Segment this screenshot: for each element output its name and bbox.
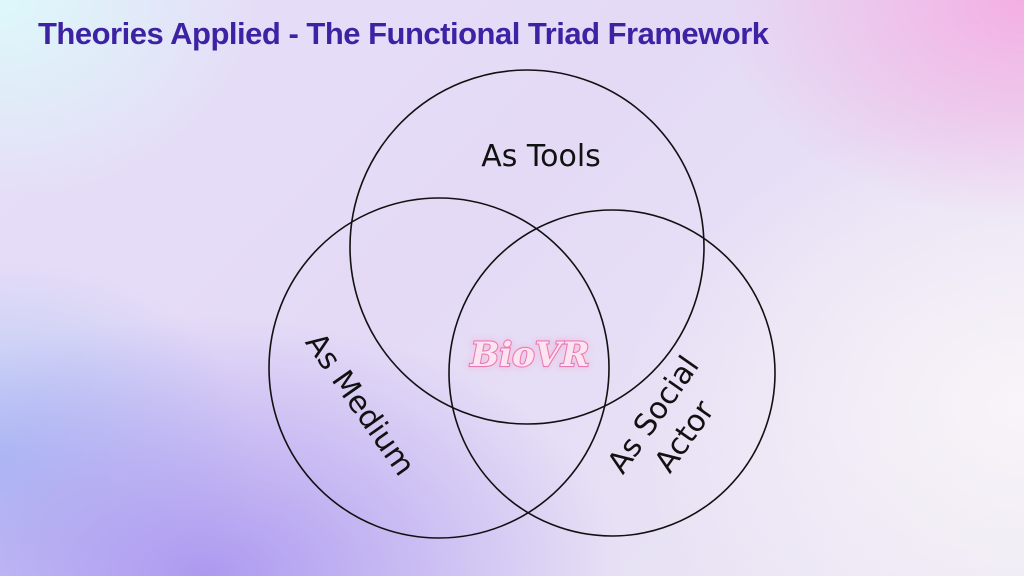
circle-social-actor [448,209,776,537]
label-as-medium: As Medium [298,327,422,483]
center-label-biovr: BioVR [470,335,590,375]
label-as-tools: As Tools [481,139,601,174]
slide-title: Theories Applied - The Functional Triad … [38,16,769,51]
circle-tools [349,69,705,425]
circle-medium [268,197,610,539]
